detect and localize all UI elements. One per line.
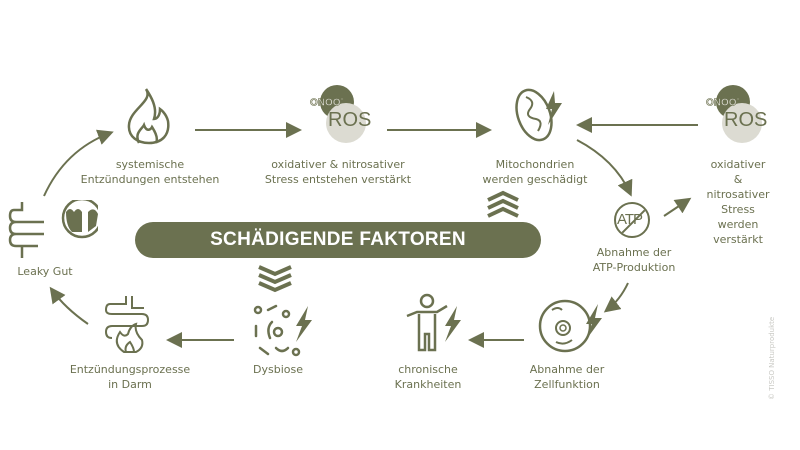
arrow-leaky-to-fire <box>43 129 114 197</box>
atp-no-icon: ATP <box>614 202 650 238</box>
leaky-gut-icon <box>8 200 98 258</box>
label-oxidative-stress: oxidativer & nitrosativer Stress entsteh… <box>264 158 412 186</box>
label-oxidative-stress-amplified: oxidativer & nitrosativer Stress werden … <box>706 158 770 246</box>
label-mitochondria: Mitochondrien werden geschädigt <box>482 158 588 186</box>
label-chronic-diseases: chronische Krankheiten <box>394 363 462 391</box>
label-dysbiosis: Dysbiose <box>253 363 303 376</box>
label-leaky-gut: Leaky Gut <box>17 265 73 278</box>
label-gut-inflammation: Entzündungsprozesse in Darm <box>69 363 191 391</box>
bacteria-icon <box>253 304 312 357</box>
arrow-atp-to-ros2 <box>663 197 692 217</box>
copyright-notice: © TISSO Naturprodukte <box>768 316 776 400</box>
ros-onoo-icon: ONOO- ROS <box>706 85 767 145</box>
intestine-inflammation-icon <box>104 296 150 353</box>
ros-onoo-icon: ONOO- ROS <box>310 85 371 145</box>
arrow-mito-to-atp <box>576 139 633 197</box>
arrow-atp-to-cell <box>603 282 629 313</box>
flame-icon <box>127 88 170 145</box>
damaging-factors-banner: SCHÄDIGENDE FAKTOREN <box>135 222 541 258</box>
person-illness-icon <box>406 293 461 352</box>
arrow-darm-to-leaky <box>49 286 89 325</box>
mitochondria-damage-icon <box>515 88 562 142</box>
label-cell-function: Abnahme der Zellfunktion <box>529 363 605 391</box>
chevrons-down-icon <box>258 265 292 293</box>
chevrons-up-icon <box>487 190 519 218</box>
cell-damage-icon <box>538 299 602 353</box>
label-atp-decrease: Abnahme der ATP-Produktion <box>592 246 676 274</box>
label-systemic-inflammation: systemische Entzündungen entstehen <box>80 158 220 186</box>
